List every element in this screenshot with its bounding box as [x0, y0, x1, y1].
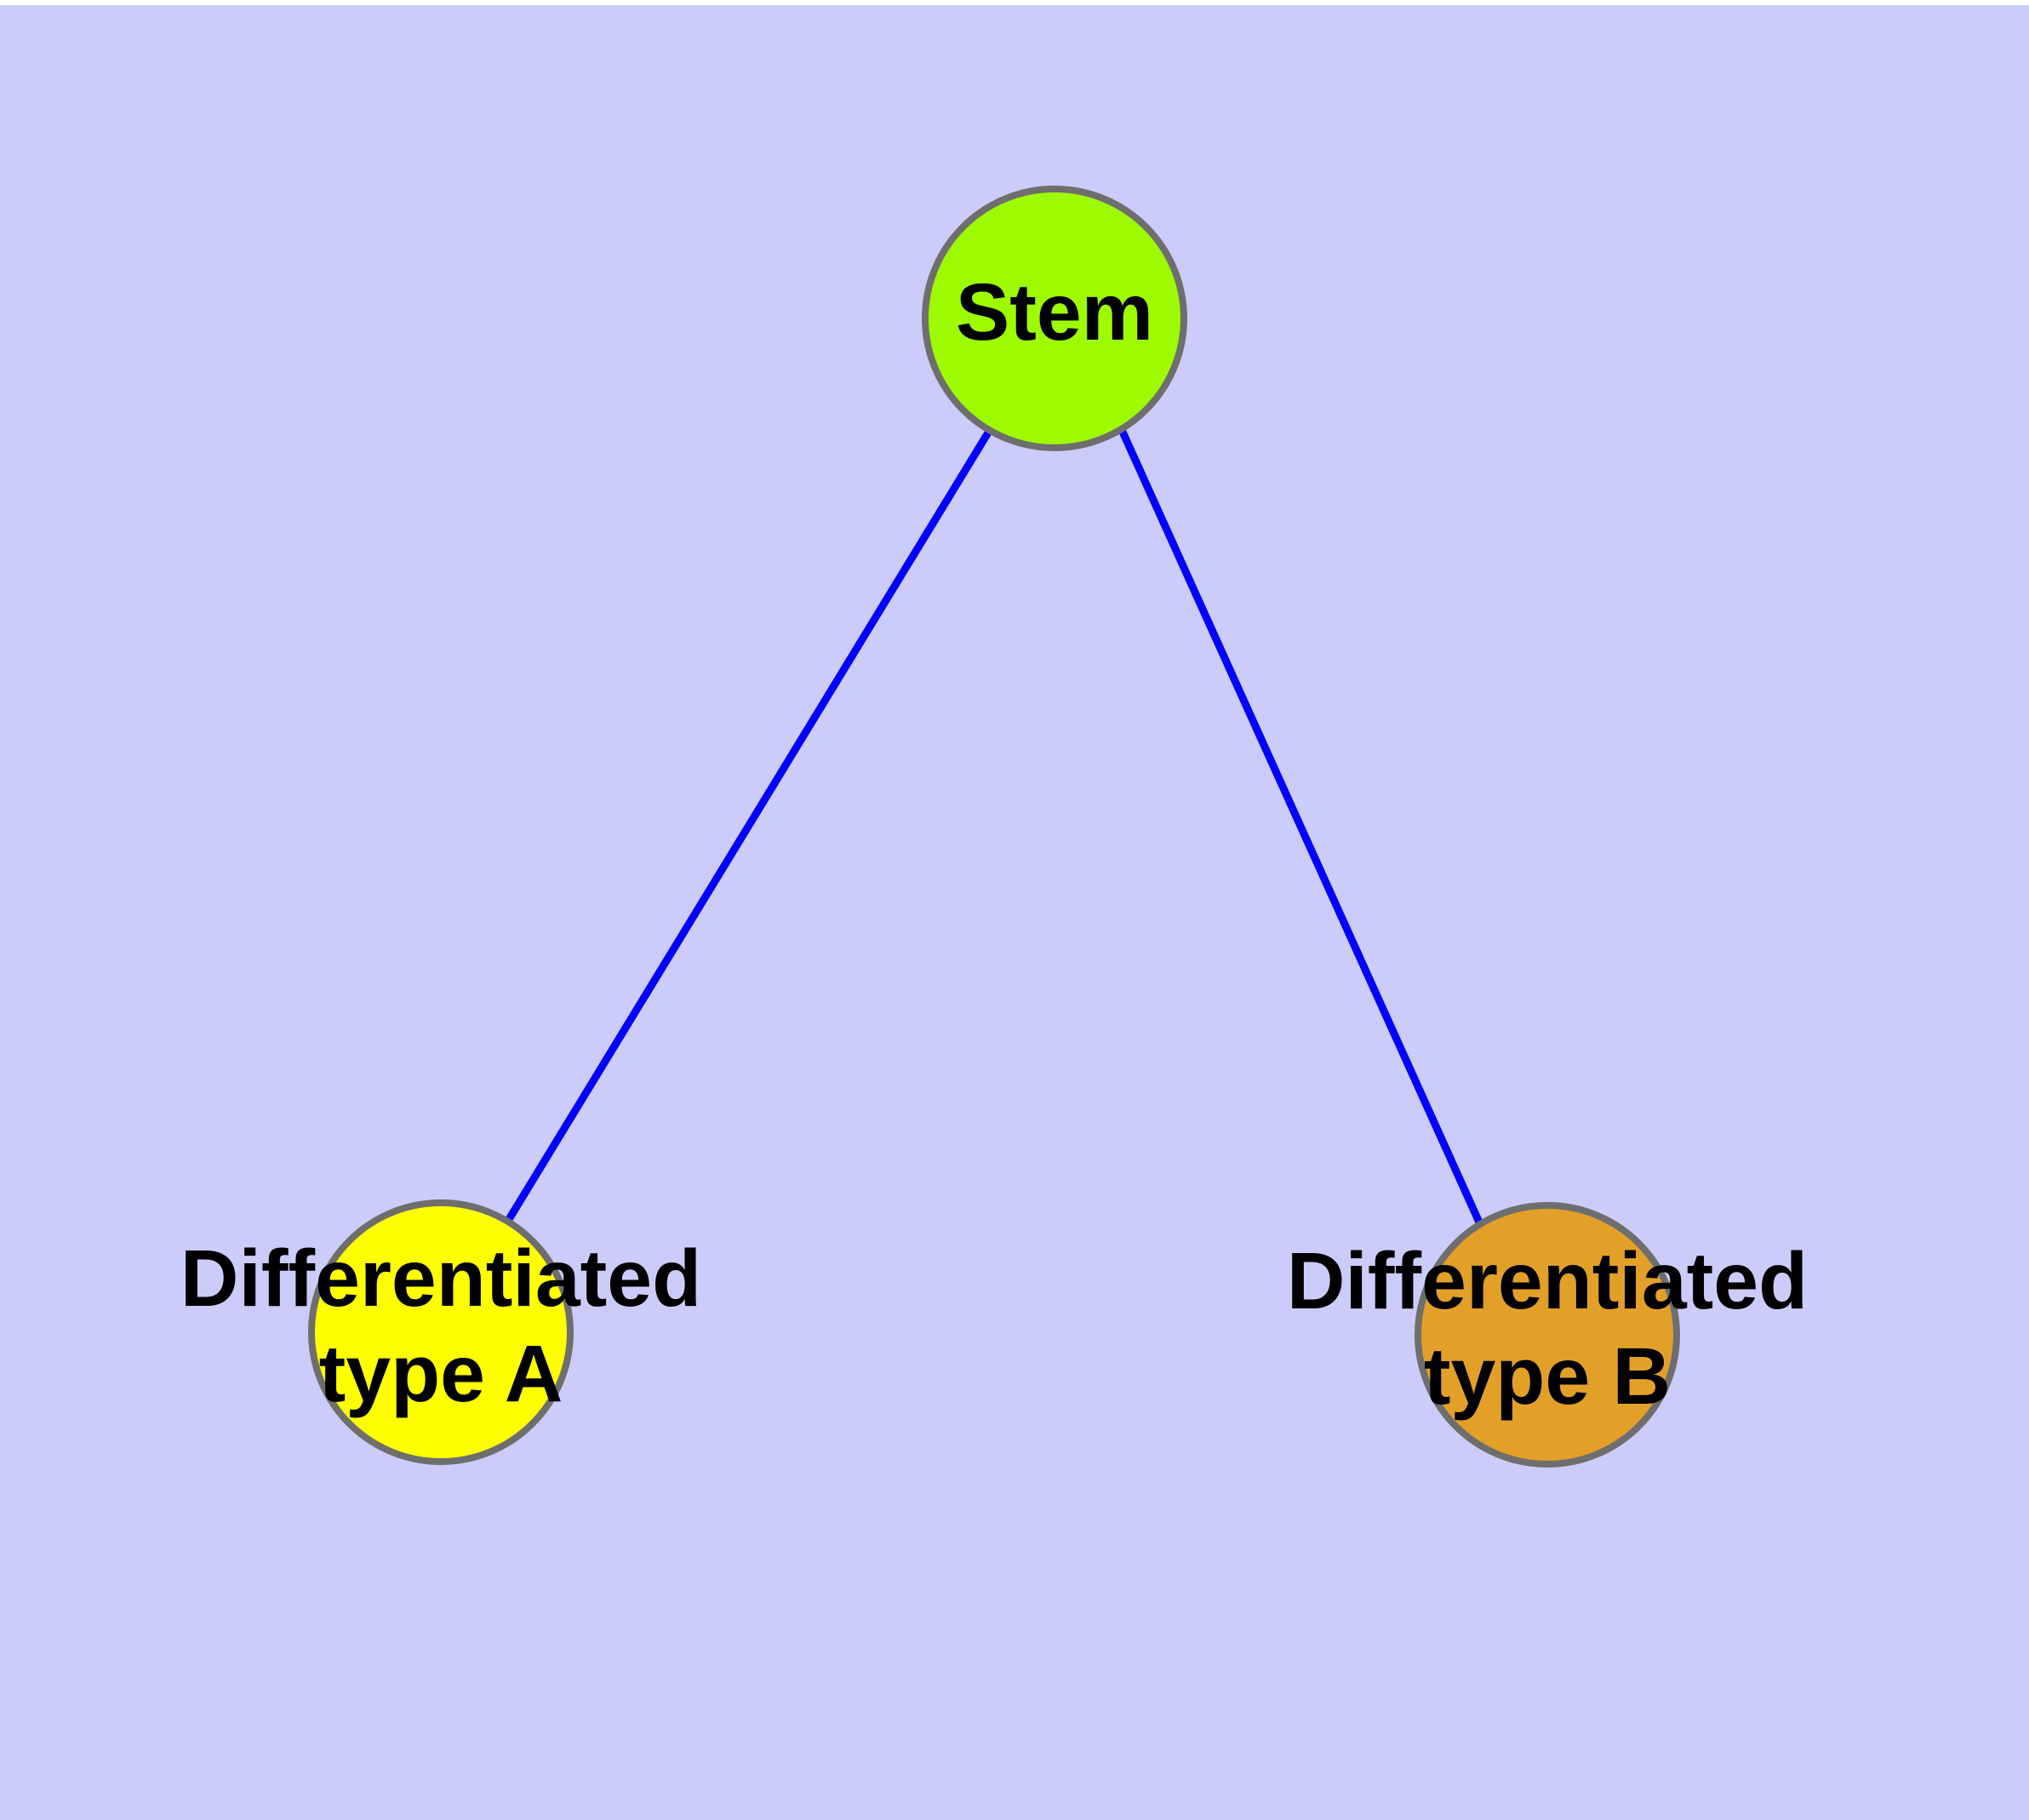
edge-stem-to-diff-a[interactable] — [505, 427, 993, 1223]
node-stem[interactable] — [922, 186, 1187, 451]
node-differentiated-type-a[interactable] — [308, 1199, 574, 1465]
node-layer — [308, 186, 1680, 1468]
edge-stem-to-diff-b[interactable] — [1117, 428, 1484, 1226]
edge-layer — [505, 427, 1484, 1226]
node-differentiated-type-b[interactable] — [1415, 1202, 1680, 1468]
node-label-stem: Stem — [956, 267, 1153, 358]
